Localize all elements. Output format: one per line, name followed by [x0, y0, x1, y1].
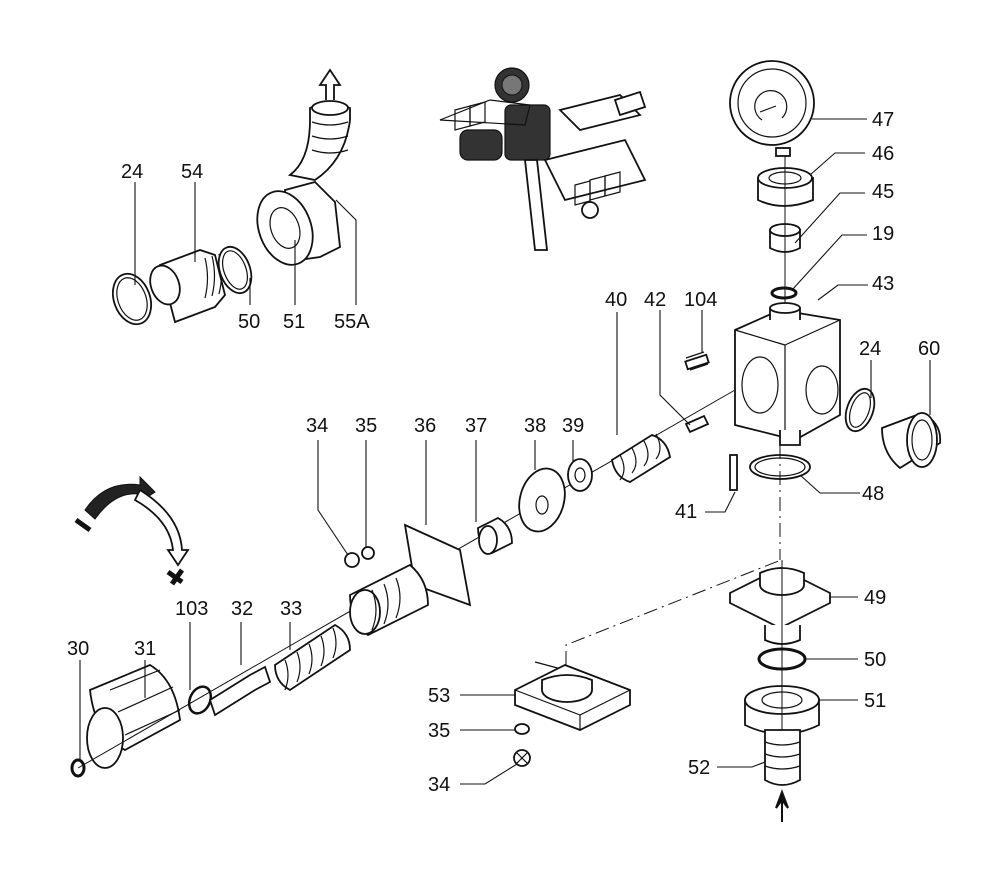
- label-part-45: 45: [872, 181, 894, 203]
- threaded-fitting-54[interactable]: [158, 249, 226, 324]
- label-part-60: 60: [918, 338, 940, 360]
- label-part-52: 52: [688, 757, 710, 779]
- label-part-33: 33: [280, 598, 302, 620]
- screw-42[interactable]: [684, 414, 710, 434]
- o-ring-50[interactable]: [213, 242, 258, 297]
- label-part-48: 48: [862, 483, 884, 505]
- valve-body-group: [659, 284, 942, 560]
- washer-35[interactable]: [361, 546, 375, 560]
- nut-34[interactable]: [344, 552, 360, 568]
- label-part-34-lower: 34: [428, 774, 450, 796]
- outlet-fitting-group: [111, 68, 357, 326]
- o-ring-24-body[interactable]: [840, 385, 879, 435]
- label-part-24-body: 24: [859, 338, 881, 360]
- pressure-gauge-47[interactable]: [729, 60, 815, 146]
- label-part-43: 43: [872, 273, 894, 295]
- label-part-35: 35: [355, 415, 377, 437]
- label-part-103: 103: [175, 598, 208, 620]
- label-part-37: 37: [465, 415, 487, 437]
- label-part-54: 54: [181, 161, 203, 183]
- label-part-32: 32: [231, 598, 253, 620]
- label-part-46: 46: [872, 143, 894, 165]
- o-ring-30[interactable]: [70, 758, 86, 778]
- increase-rotation-arrow-icon: [133, 488, 190, 567]
- washer-35-lower[interactable]: [514, 723, 530, 735]
- spring-40[interactable]: [611, 434, 671, 483]
- label-part-34: 34: [306, 415, 328, 437]
- knob-group: [70, 475, 351, 778]
- label-part-42: 42: [644, 289, 666, 311]
- diaphragm-38[interactable]: [512, 463, 571, 536]
- inlet-flow-arrow-icon: [775, 789, 789, 822]
- inlet-fitting-group: [717, 560, 858, 822]
- label-part-19: 19: [872, 223, 894, 245]
- label-part-35-lower: 35: [428, 720, 450, 742]
- label-part-40: 40: [605, 289, 627, 311]
- part-labels: 24 54 50 51 55A 47 46 45 19 43 104 42 40…: [67, 109, 940, 796]
- assembly-overview-thumbnail: [439, 67, 647, 251]
- gauge-group: [729, 60, 867, 330]
- valve-body-43[interactable]: [734, 309, 841, 441]
- cover-plate-group: [460, 559, 782, 785]
- label-part-53: 53: [428, 685, 450, 707]
- valve-stem-32[interactable]: [208, 665, 272, 717]
- label-part-24: 24: [121, 161, 143, 183]
- stud-41[interactable]: [729, 454, 738, 491]
- outlet-flow-arrow-icon: [318, 68, 342, 100]
- label-part-30: 30: [67, 638, 89, 660]
- label-part-41: 41: [675, 501, 697, 523]
- label-part-51-lower: 51: [864, 690, 886, 712]
- label-part-51: 51: [283, 311, 305, 333]
- label-part-55a: 55A: [334, 311, 370, 333]
- washer-39[interactable]: [567, 458, 593, 492]
- label-part-47: 47: [872, 109, 894, 131]
- o-ring-103[interactable]: [185, 683, 215, 717]
- regulator-group: [299, 312, 736, 641]
- label-part-49: 49: [864, 587, 886, 609]
- label-part-31: 31: [134, 638, 156, 660]
- label-part-38: 38: [524, 415, 546, 437]
- o-ring-19[interactable]: [770, 286, 798, 300]
- label-part-39: 39: [562, 415, 584, 437]
- label-part-50: 50: [238, 311, 260, 333]
- decrease-rotation-arrow-icon: [84, 475, 156, 520]
- label-part-50-lower: 50: [864, 649, 886, 671]
- label-part-104: 104: [684, 289, 717, 311]
- label-part-36: 36: [414, 415, 436, 437]
